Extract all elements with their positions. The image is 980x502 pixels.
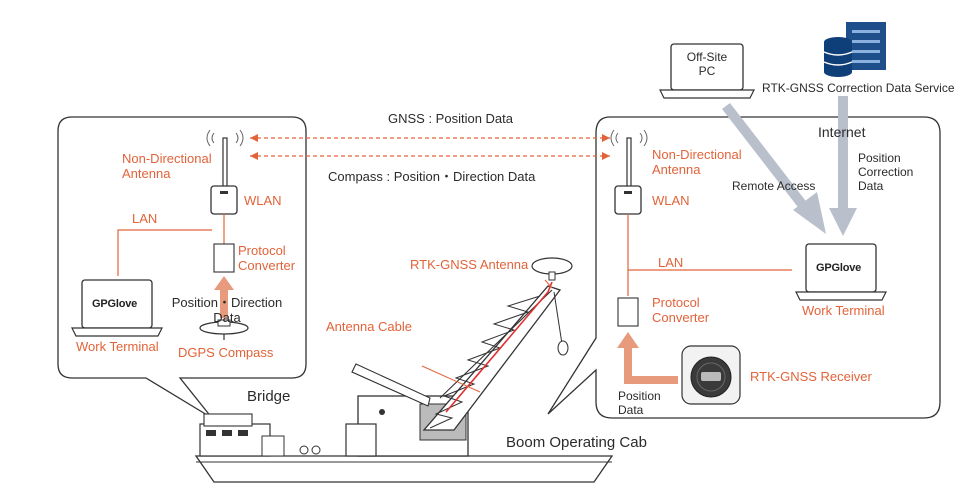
bridge-position-arrow <box>214 276 234 318</box>
offsite-pc-icon <box>659 43 755 99</box>
rtk-service-label: RTK-GNSS Correction Data Service <box>762 81 955 95</box>
crane-boom <box>422 285 569 431</box>
cab-work-terminal-icon <box>795 243 887 301</box>
cab-position-label: Position Data <box>618 389 661 417</box>
bridge-work-terminal-icon <box>71 279 163 337</box>
gnss-link-label: GNSS : Position Data <box>388 111 513 126</box>
bridge-panel <box>57 116 307 419</box>
rtk-antenna-label: RTK-GNSS Antenna <box>410 257 529 272</box>
bridge-wlan-label: WLAN <box>244 193 282 208</box>
bridge-protocol-converter-icon <box>213 243 235 273</box>
antenna-cable-label: Antenna Cable <box>326 319 413 334</box>
correction-data-arrow <box>829 96 857 236</box>
bridge-position-label: Position・Direction Data <box>171 295 283 325</box>
bridge-wlan-icon <box>210 185 238 215</box>
internet-label: Internet <box>818 124 866 140</box>
server-icon <box>846 22 886 70</box>
compass-link-label: Compass : Position・Direction Data <box>328 169 536 184</box>
cab-position-arrow <box>617 332 678 384</box>
cab-antenna-label: Non-Directional Antenna <box>652 147 742 177</box>
cab-wlan-label: WLAN <box>652 193 690 208</box>
bridge-terminal-label: Work Terminal <box>76 339 159 354</box>
remote-access-label: Remote Access <box>732 179 816 193</box>
ship-hull <box>194 455 614 483</box>
cab-terminal-label: Work Terminal <box>802 303 885 318</box>
bridge-building <box>199 413 321 457</box>
offsite-pc-label: Off-Site PC <box>686 50 728 78</box>
database-icon <box>823 37 853 77</box>
antenna-cable <box>421 281 553 413</box>
gnss-link-arrow <box>250 134 610 142</box>
cab-terminal-logo: GPGlove <box>816 262 862 274</box>
rtk-receiver-label: RTK-GNSS Receiver <box>750 369 872 384</box>
bridge-protocol-label: Protocol Converter <box>238 243 296 273</box>
remote-access-arrow <box>722 102 826 234</box>
cab-lan-label: LAN <box>658 255 684 270</box>
bridge-lan-label: LAN <box>132 211 158 226</box>
cab-protocol-label: Protocol Converter <box>652 295 710 325</box>
cab-wlan-icon <box>614 185 642 215</box>
dgps-compass-label: DGPS Compass <box>178 345 274 360</box>
rtk-gnss-receiver-icon <box>681 345 741 405</box>
correction-data-label: Position Correction Data <box>858 151 914 193</box>
dgps-compass-icon <box>199 319 249 340</box>
compass-link-arrow <box>250 152 610 160</box>
bridge-terminal-logo: GPGlove <box>92 298 138 310</box>
bridge-antenna-label: Non-Directional Antenna <box>122 151 212 181</box>
cab-label: Boom Operating Cab <box>506 434 647 451</box>
bridge-label: Bridge <box>247 388 291 405</box>
rtk-gnss-antenna-icon <box>531 257 573 289</box>
cab-protocol-converter-icon <box>617 297 639 327</box>
